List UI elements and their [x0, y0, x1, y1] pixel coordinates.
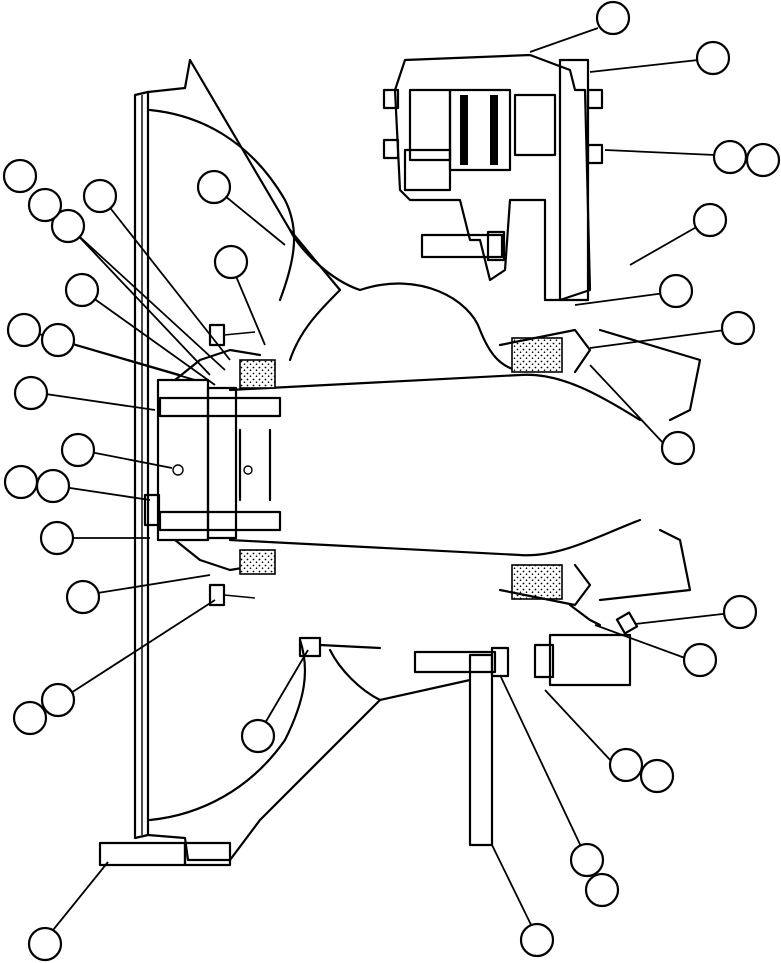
- callout-bubble: [82, 178, 118, 214]
- callout-bubble: [12, 700, 48, 736]
- callout-bubble: [682, 642, 718, 678]
- callout-bubble: [27, 926, 63, 962]
- axle-shaft: [228, 328, 702, 602]
- callout-bubble: [40, 682, 76, 718]
- callout-bubble: [6, 312, 42, 348]
- callout-bubble: [695, 40, 731, 76]
- callout-bubble: [692, 202, 728, 238]
- callout-bubble: [213, 244, 249, 280]
- lower-bracket: [298, 603, 639, 847]
- callout-bubble: [3, 464, 39, 500]
- callout-bubble: [35, 468, 71, 504]
- callout-bubble: [569, 842, 605, 878]
- hub-flange: [156, 348, 282, 572]
- callout-bubble: [722, 594, 758, 630]
- callout-bubble: [519, 922, 555, 958]
- brake-caliper: [382, 53, 604, 302]
- callout-bubble: [2, 158, 38, 194]
- callout-bubble: [13, 375, 49, 411]
- spindle-housing: [148, 108, 517, 822]
- callout-bubble: [712, 139, 748, 175]
- callout-bubble: [584, 872, 620, 908]
- callout-bubble: [65, 579, 101, 615]
- callout-bubble: [39, 520, 75, 556]
- fasteners: [143, 323, 256, 607]
- callout-bubble: [639, 758, 675, 794]
- callout-bubble: [40, 322, 76, 358]
- callout-bubble: [720, 310, 756, 346]
- callout-bubble: [660, 430, 696, 466]
- mounting-foot: [98, 841, 232, 867]
- backing-plate: [133, 58, 472, 862]
- callout-bubble: [64, 272, 100, 308]
- callout-bubble: [240, 718, 276, 754]
- callout-bubble: [595, 0, 631, 36]
- callout-bubble: [60, 432, 96, 468]
- callout-bubble: [196, 169, 232, 205]
- leader-lines: [24, 27, 741, 941]
- bearings: [239, 328, 592, 607]
- callout-bubble: [27, 187, 63, 223]
- callout-bubble: [745, 142, 781, 178]
- callout-bubble: [608, 747, 644, 783]
- callout-bubble: [658, 273, 694, 309]
- callout-bubble: [50, 208, 86, 244]
